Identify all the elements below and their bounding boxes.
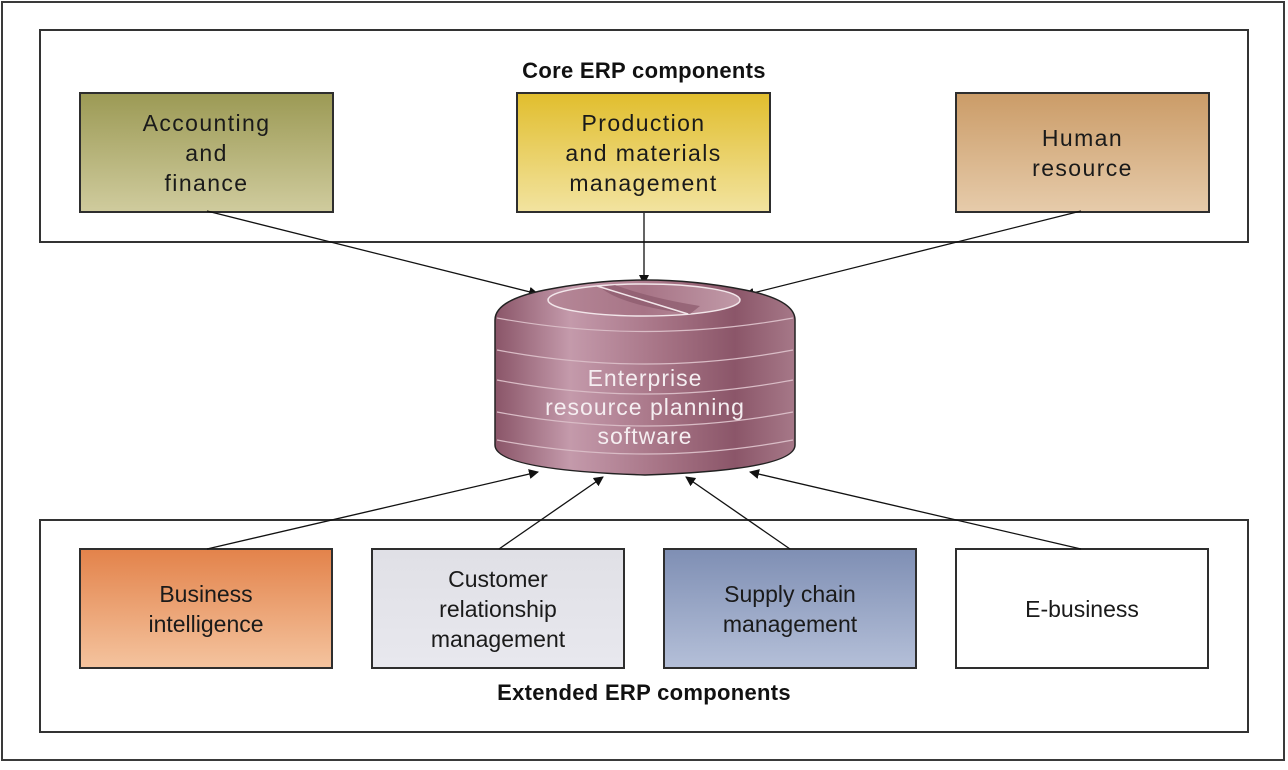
database-cylinder-icon [494, 279, 796, 476]
core-erp-title: Core ERP components [522, 58, 766, 83]
business-intelligence-label: Business intelligence [148, 580, 264, 637]
e-business-box: E-business [955, 548, 1209, 669]
erp-software-label: Enterprise resource planning software [545, 365, 745, 449]
accounting-finance-label: Accounting and finance [142, 109, 271, 196]
supply-chain-label: Supply chain management [722, 580, 858, 637]
human-resource-label: Human resource [1032, 124, 1133, 181]
customer-relationship-label: Customer relationship management [430, 565, 566, 652]
arrow-supply-chain [685, 476, 791, 550]
arrow-human-resource [744, 210, 1082, 298]
arrow-accounting [206, 210, 539, 297]
e-business-label: E-business [1025, 595, 1139, 622]
human-resource-box: Human resource [955, 92, 1210, 213]
accounting-finance-box: Accounting and finance [79, 92, 334, 213]
arrow-e-business [749, 469, 1082, 550]
arrow-business-intelligence [206, 469, 539, 550]
arrow-customer-relationship [498, 476, 604, 550]
extended-erp-title: Extended ERP components [497, 680, 791, 705]
business-intelligence-box: Business intelligence [79, 548, 333, 669]
supply-chain-box: Supply chain management [663, 548, 917, 669]
production-materials-label: Production and materials management [565, 109, 722, 196]
production-materials-box: Production and materials management [516, 92, 771, 213]
customer-relationship-box: Customer relationship management [371, 548, 625, 669]
